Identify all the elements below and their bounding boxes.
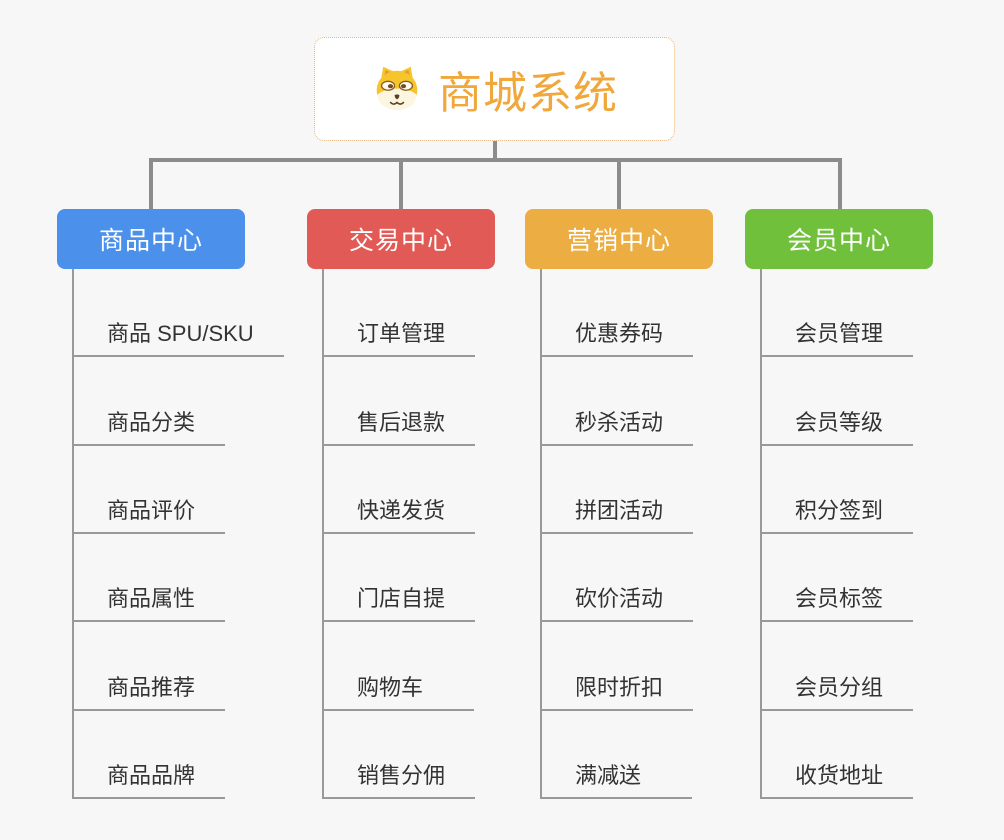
leaf-node[interactable]: 满减送 [542, 711, 692, 799]
connector-drop [838, 158, 842, 210]
leaf-node[interactable]: 订单管理 [324, 269, 476, 358]
leaf-node[interactable]: 销售分佣 [324, 711, 476, 799]
root-node[interactable]: 商城系统 [314, 37, 675, 141]
leaf-node[interactable]: 商品分类 [74, 357, 226, 446]
leaf-node[interactable]: 收货地址 [762, 711, 914, 799]
leaf-node[interactable]: 商品 SPU/SKU [74, 269, 284, 358]
leaf-node[interactable]: 会员管理 [762, 269, 914, 358]
branch-node[interactable]: 会员中心 [745, 209, 933, 269]
connector-drop [617, 158, 621, 210]
leaf-node[interactable]: 积分签到 [762, 446, 914, 534]
leaf-node[interactable]: 商品属性 [74, 534, 226, 623]
branch-node[interactable]: 营销中心 [525, 209, 713, 269]
connector-stem [493, 141, 497, 160]
leaf-node[interactable]: 商品推荐 [74, 622, 226, 711]
connector-drop [149, 158, 153, 210]
leaf-node[interactable]: 限时折扣 [542, 622, 694, 711]
leaf-node[interactable]: 商品品牌 [74, 711, 226, 799]
leaf-node[interactable]: 会员分组 [762, 622, 914, 711]
leaf-node[interactable]: 会员标签 [762, 534, 914, 623]
leaf-node[interactable]: 砍价活动 [542, 534, 694, 623]
branch-column: 会员中心 会员管理会员等级积分签到会员标签会员分组收货地址 [745, 209, 933, 799]
branch-node[interactable]: 交易中心 [307, 209, 495, 269]
root-title: 商城系统 [438, 69, 618, 118]
leaf-node[interactable]: 优惠券码 [542, 269, 694, 358]
dog-face-icon [371, 63, 423, 116]
branch-column: 交易中心 订单管理售后退款快递发货门店自提购物车销售分佣 [307, 209, 495, 799]
leaf-node[interactable]: 售后退款 [324, 357, 476, 446]
leaf-node[interactable]: 秒杀活动 [542, 357, 694, 446]
connector-drop [399, 158, 403, 210]
branch-column: 营销中心 优惠券码秒杀活动拼团活动砍价活动限时折扣满减送 [525, 209, 713, 799]
leaf-node[interactable]: 购物车 [324, 622, 474, 711]
leaf-node[interactable]: 会员等级 [762, 357, 914, 446]
leaf-node[interactable]: 商品评价 [74, 446, 226, 534]
connector-bar [149, 158, 842, 162]
leaf-node[interactable]: 拼团活动 [542, 446, 694, 534]
branch-node[interactable]: 商品中心 [57, 209, 245, 269]
leaf-node[interactable]: 快递发货 [324, 446, 476, 534]
branch-leaves: 优惠券码秒杀活动拼团活动砍价活动限时折扣满减送 [540, 269, 694, 799]
leaf-node[interactable]: 门店自提 [324, 534, 476, 623]
branch-leaves: 订单管理售后退款快递发货门店自提购物车销售分佣 [322, 269, 476, 799]
branch-leaves: 会员管理会员等级积分签到会员标签会员分组收货地址 [760, 269, 914, 799]
